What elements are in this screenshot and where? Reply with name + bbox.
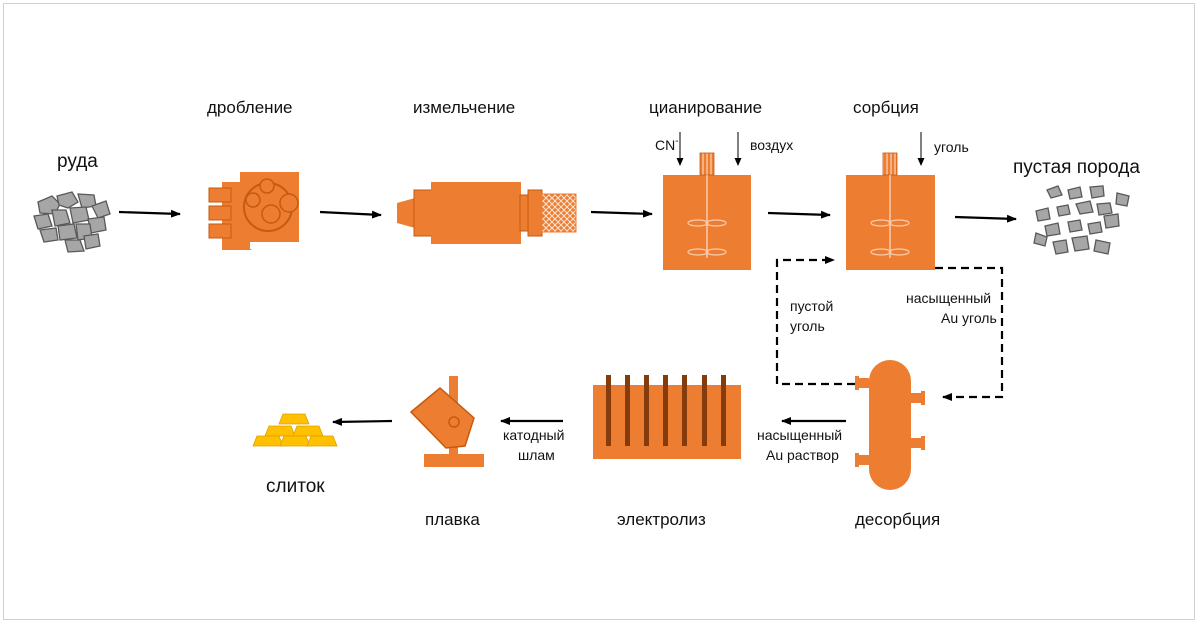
label-smelting: плавка <box>425 510 480 529</box>
ore-pile-icon <box>33 191 111 253</box>
arrow-crushing-to-grinding <box>319 210 382 219</box>
label-electrolysis: электролиз <box>617 510 706 529</box>
label-carbon: уголь <box>934 139 969 155</box>
label-loaded-carbon-2: Au уголь <box>941 310 997 326</box>
label-barren-carbon-1: пустой <box>790 298 833 314</box>
arrow-sorption-to-tailings <box>954 214 1017 223</box>
label-air: воздух <box>750 137 793 153</box>
label-grinding: измельчение <box>413 98 515 117</box>
mill-icon <box>397 182 577 244</box>
smelting-furnace-icon <box>409 376 484 467</box>
label-desorption: десорбция <box>855 510 940 529</box>
arrow-cyanidation-to-sorption <box>767 210 831 219</box>
arrow-loaded-carbon-to-desorption <box>935 266 1004 401</box>
sorption-tank-icon <box>846 152 935 270</box>
label-loaded-carbon-1: насыщенный <box>906 290 991 306</box>
label-cyanidation: цианирование <box>649 98 762 117</box>
label-pregnant-solution-1: насыщенный <box>757 427 842 443</box>
arrow-ore-to-crushing <box>118 209 181 218</box>
label-cathode-sludge-1: катодный <box>503 427 564 443</box>
arrow-barren-carbon-to-sorption <box>775 256 855 386</box>
label-ingot: слиток <box>266 476 325 497</box>
cyanidation-tank-icon <box>663 152 751 270</box>
label-cyanide: CN- <box>655 136 679 153</box>
gold-ingots-icon <box>252 413 338 447</box>
tailings-icon <box>1033 185 1130 255</box>
label-pregnant-solution-2: Au раствор <box>766 447 839 463</box>
label-crushing: дробление <box>207 98 293 117</box>
arrow-grinding-to-cyanidation <box>590 209 653 218</box>
label-tailings: пустая порода <box>1013 157 1140 178</box>
arrow-smelting-to-ingot <box>332 417 393 426</box>
label-sorption: сорбция <box>853 98 919 117</box>
diagram-frame <box>3 3 1195 620</box>
crusher-icon <box>208 172 299 250</box>
label-cathode-sludge-2: шлам <box>518 447 555 463</box>
electrolysis-cell-icon <box>593 375 741 459</box>
label-barren-carbon-2: уголь <box>790 318 825 334</box>
desorption-column-icon <box>855 360 925 490</box>
label-ore: руда <box>57 151 98 172</box>
